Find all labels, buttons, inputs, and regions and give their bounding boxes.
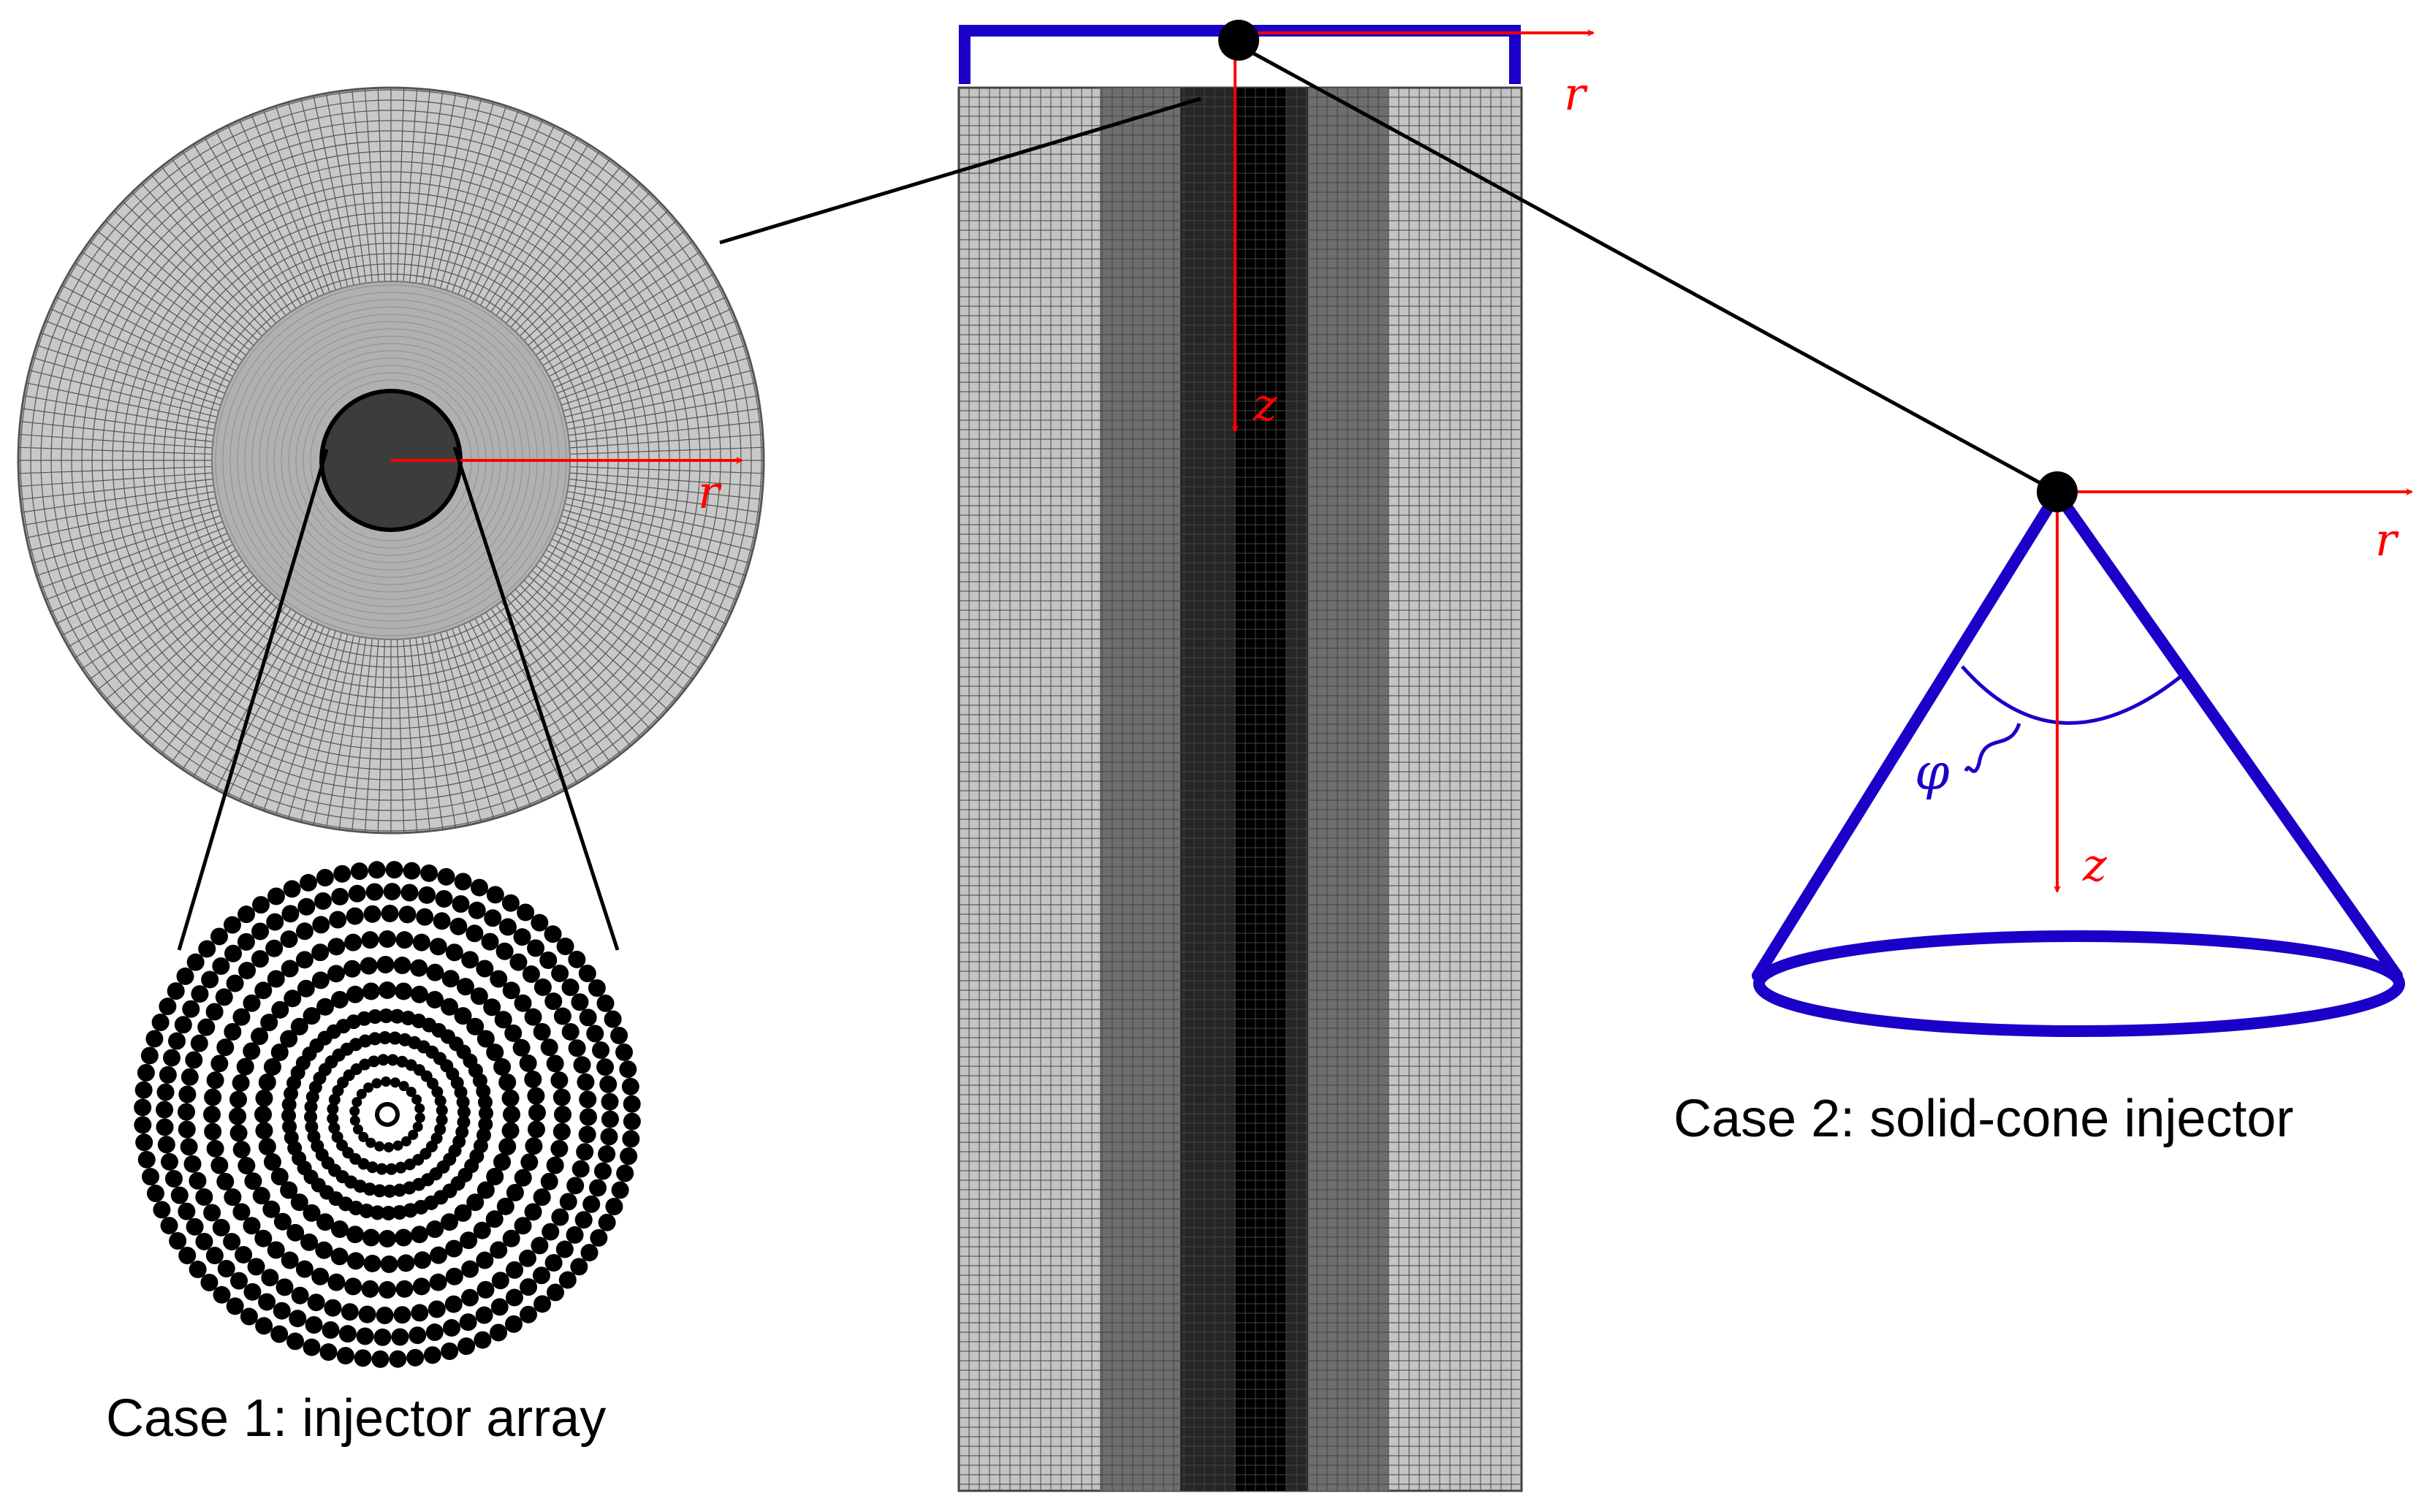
mesh-r-axis: r bbox=[391, 457, 743, 519]
mesh-r-label: r bbox=[698, 466, 722, 519]
cone-right-edge bbox=[2051, 487, 2403, 981]
rect-mesh-grid-lines bbox=[958, 87, 1522, 1491]
cone-r-axis: r bbox=[2057, 488, 2413, 566]
center-z-label: z bbox=[1253, 378, 1277, 431]
rectangular-mesh bbox=[957, 86, 1523, 1492]
zoom-line-left bbox=[177, 449, 329, 951]
cone-angle-pointer bbox=[1964, 723, 2021, 773]
connector-to-mesh bbox=[719, 96, 1201, 245]
top-injection-point bbox=[1218, 20, 1259, 61]
rect-mesh-band-core bbox=[1235, 88, 1286, 1491]
cone-r-label: r bbox=[2375, 513, 2399, 566]
cone-z-label: z bbox=[2082, 838, 2107, 892]
zoom-line-right bbox=[452, 447, 620, 951]
cone-angle-label: φ bbox=[1915, 744, 1950, 802]
solid-cone: φ bbox=[1752, 487, 2405, 1037]
case1-caption: Case 1: injector array bbox=[106, 1389, 606, 1448]
center-z-axis: z bbox=[1231, 44, 1277, 433]
cone-z-axis: z bbox=[2054, 493, 2107, 893]
injector-array bbox=[134, 861, 641, 1368]
cone-apex-point bbox=[2037, 471, 2078, 512]
connector-to-cone bbox=[1237, 43, 2056, 493]
cone-base-ellipse bbox=[1753, 930, 2405, 1037]
top-r-axis: r bbox=[1239, 29, 1595, 121]
cone-angle-arc bbox=[1961, 665, 2183, 725]
top-r-label: r bbox=[1564, 67, 1588, 121]
case2-caption: Case 2: solid-cone injector bbox=[1674, 1090, 2293, 1148]
cone-left-edge bbox=[1752, 487, 2063, 981]
